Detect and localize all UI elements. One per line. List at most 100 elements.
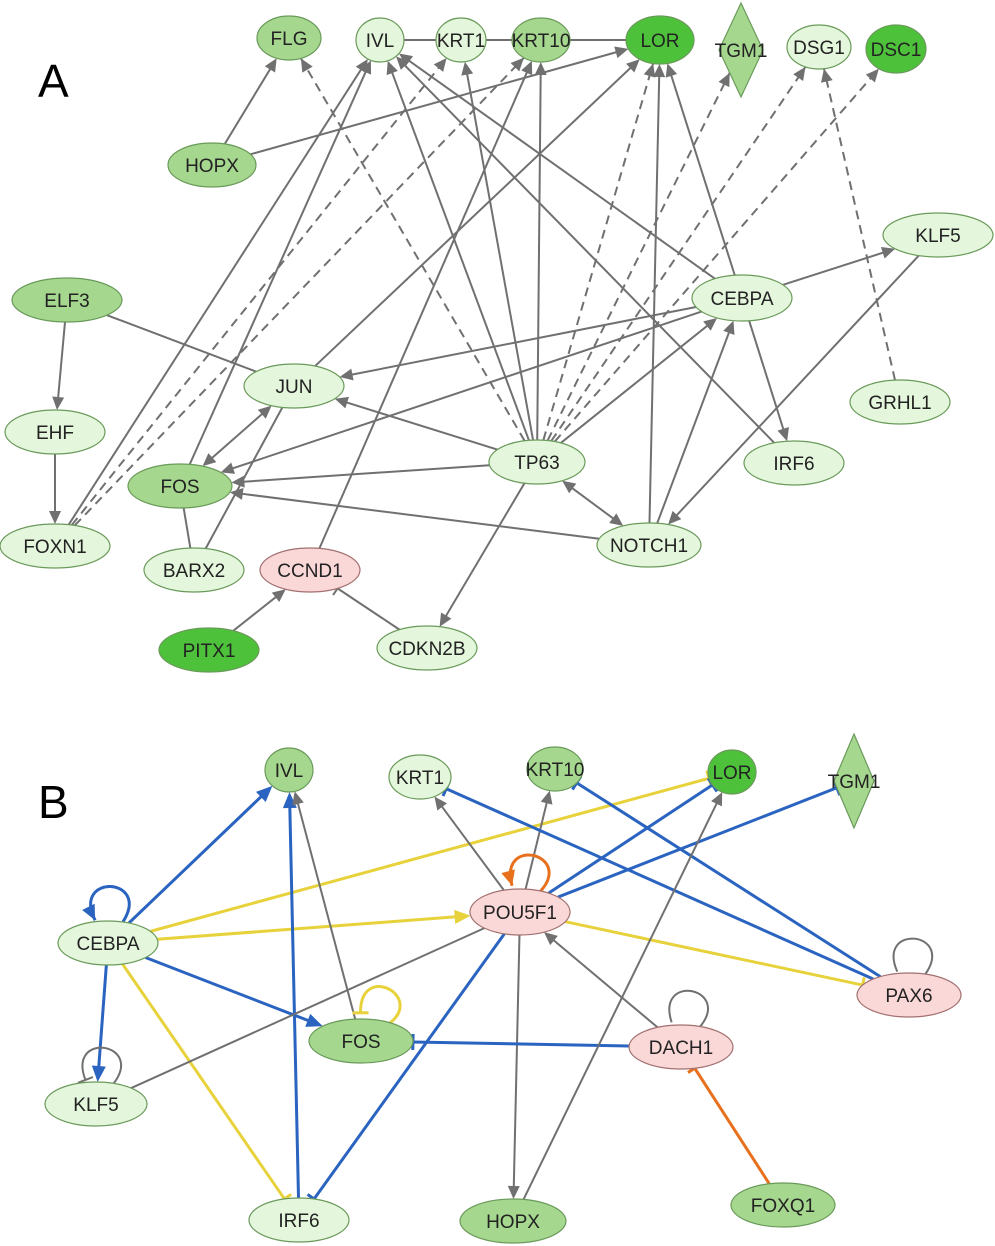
node-label-jun: JUN — [276, 377, 313, 398]
node-tgm1[interactable]: TGM1 — [828, 732, 881, 830]
edge-notch1-to-cebpa — [656, 320, 735, 524]
edge-ccnd1-to-krt10 — [318, 60, 533, 549]
node-tp63[interactable]: TP63 — [488, 439, 586, 485]
edge-cebpa-to-irf6 — [121, 963, 292, 1205]
edge-jun-to-lor — [314, 59, 640, 367]
node-flg[interactable]: FLG — [256, 15, 322, 61]
node-dach1[interactable]: DACH1 — [628, 1024, 734, 1070]
node-ivl[interactable]: IVL — [355, 17, 405, 63]
edge-tp63-to-dsg1 — [550, 66, 807, 442]
node-krt10[interactable]: KRT10 — [526, 746, 585, 792]
node-label-elf3: ELF3 — [44, 291, 89, 312]
node-label-irf6: IRF6 — [278, 1211, 319, 1232]
node-lor[interactable]: LOR — [625, 15, 695, 65]
node-cdkn2b[interactable]: CDKN2B — [376, 625, 478, 671]
node-label-pou5f1: POU5F1 — [483, 903, 557, 924]
node-label-ivl: IVL — [275, 761, 304, 782]
node-label-cebpa: CEBPA — [710, 289, 773, 310]
edge-klf5-to-notch1 — [668, 254, 920, 525]
edge-cebpa-to-klf5 — [91, 964, 108, 1083]
node-label-lor: LOR — [640, 31, 679, 52]
edge-hopx-to-lor — [522, 792, 723, 1200]
edge-tp63-to-krt1 — [461, 61, 535, 441]
node-krt1[interactable]: KRT1 — [435, 17, 487, 63]
edge-pou5f1-to-pax6 — [565, 920, 866, 994]
node-label-cdkn2b: CDKN2B — [388, 639, 465, 660]
edge-dach1-to-pou5f1 — [544, 932, 659, 1029]
edge-ehf-to-foxn1 — [49, 454, 61, 524]
node-krt1[interactable]: KRT1 — [388, 754, 452, 800]
node-label-klf5: KLF5 — [915, 226, 960, 247]
edge-foxn1-to-krt10 — [74, 57, 525, 527]
edge-tp63-to-dsc1 — [554, 68, 880, 443]
node-pitx1[interactable]: PITX1 — [158, 627, 260, 673]
edge-pitx1-to-ccnd1 — [232, 589, 286, 632]
node-label-krt10: KRT10 — [526, 760, 585, 781]
self-loop-dach1 — [668, 989, 709, 1029]
edge-tp63-to-tgm1 — [546, 72, 731, 441]
node-fos[interactable]: FOS — [308, 1018, 414, 1064]
panel-b-edges — [77, 770, 934, 1205]
node-label-krt1: KRT1 — [396, 768, 444, 789]
edge-foxq1-to-dach1 — [687, 1062, 771, 1185]
node-irf6[interactable]: IRF6 — [248, 1197, 350, 1243]
node-irf6[interactable]: IRF6 — [743, 440, 845, 486]
edge-pax6-to-krt10 — [571, 775, 882, 978]
node-pax6[interactable]: PAX6 — [856, 972, 962, 1018]
node-label-tgm1: TGM1 — [828, 772, 881, 793]
edge-irf6-to-ivl — [396, 56, 775, 444]
node-label-krt10: KRT10 — [512, 31, 571, 52]
node-label-dach1: DACH1 — [649, 1038, 713, 1059]
node-label-tgm1: TGM1 — [715, 41, 768, 62]
edge-grhl1-to-dsg1 — [821, 68, 896, 381]
edge-tp63-to-flg — [300, 57, 526, 442]
node-hopx[interactable]: HOPX — [459, 1198, 567, 1244]
node-klf5[interactable]: KLF5 — [44, 1081, 148, 1127]
node-foxq1[interactable]: FOXQ1 — [730, 1182, 836, 1228]
node-lor[interactable]: LOR — [707, 749, 757, 795]
edge-cebpa-to-irf6 — [748, 320, 789, 442]
node-label-pitx1: PITX1 — [183, 641, 236, 662]
node-klf5[interactable]: KLF5 — [882, 212, 994, 258]
edge-cdkn2b-to-ccnd1 — [332, 581, 401, 631]
edge-cebpa-to-lor — [665, 63, 736, 276]
node-pou5f1[interactable]: POU5F1 — [469, 888, 571, 936]
self-loop-pax6 — [892, 937, 934, 975]
node-dsg1[interactable]: DSG1 — [786, 24, 852, 70]
node-barx2[interactable]: BARX2 — [143, 547, 245, 593]
node-label-dsc1: DSC1 — [871, 40, 922, 61]
node-dsc1[interactable]: DSC1 — [865, 24, 927, 74]
node-ccnd1[interactable]: CCND1 — [259, 547, 361, 593]
node-fos[interactable]: FOS — [127, 463, 233, 509]
edge-notch1-to-lor — [648, 63, 666, 524]
node-foxn1[interactable]: FOXN1 — [0, 523, 111, 569]
edge-tp63-to-notch1 — [562, 480, 624, 526]
self-loop-fos — [352, 985, 402, 1028]
panel-a-label: A — [38, 55, 69, 107]
node-jun[interactable]: JUN — [243, 363, 345, 409]
edge-tp63-to-ivl — [386, 60, 530, 441]
node-ehf[interactable]: EHF — [4, 409, 106, 455]
node-elf3[interactable]: ELF3 — [11, 277, 123, 323]
node-cebpa[interactable]: CEBPA — [691, 274, 793, 322]
node-label-lor: LOR — [712, 763, 751, 784]
node-ivl[interactable]: IVL — [264, 747, 314, 793]
node-tgm1[interactable]: TGM1 — [715, 1, 768, 99]
node-krt10[interactable]: KRT10 — [511, 17, 571, 63]
node-cebpa[interactable]: CEBPA — [57, 920, 159, 966]
edge-cebpa-to-klf5 — [782, 247, 896, 286]
edge-pou5f1-to-klf5 — [130, 927, 485, 1089]
self-loop-cebpa — [82, 885, 131, 923]
edge-notch1-to-fos — [229, 487, 600, 540]
node-grhl1[interactable]: GRHL1 — [849, 379, 951, 425]
edge-tp63-to-cdkn2b — [439, 482, 526, 627]
edge-cebpa-to-ivl — [398, 53, 716, 280]
node-label-krt1: KRT1 — [437, 31, 485, 52]
node-notch1[interactable]: NOTCH1 — [596, 522, 702, 568]
node-hopx[interactable]: HOPX — [167, 142, 257, 188]
node-label-foxq1: FOXQ1 — [751, 1196, 815, 1217]
node-label-hopx: HOPX — [486, 1212, 540, 1233]
